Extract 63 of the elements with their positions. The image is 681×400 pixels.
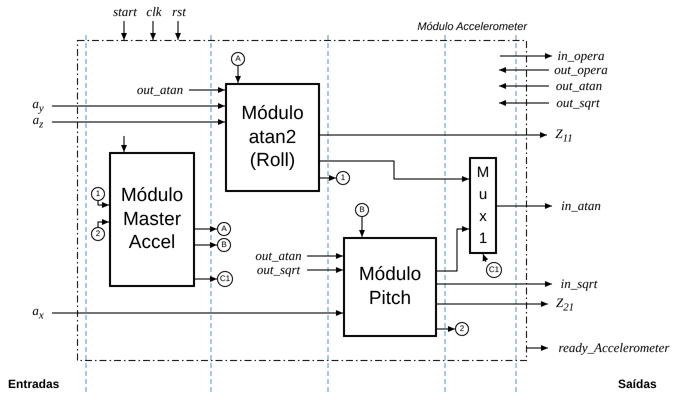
arrow [121, 136, 127, 152]
arrow [194, 242, 218, 248]
section-label: Saídas [618, 377, 657, 391]
connector-marker: 1 [336, 171, 350, 185]
arrow [188, 87, 226, 93]
arrow [52, 119, 226, 125]
arrow [482, 254, 488, 262]
arrow [52, 103, 226, 109]
arrow [320, 132, 548, 138]
signal-label: in_opera [552, 47, 610, 65]
signal-label: out_atan [131, 81, 189, 99]
signal-label: a$_{y}$ [24, 97, 52, 115]
connector-marker: C1 [217, 271, 233, 287]
signal-label: Z$_{21}$ [548, 295, 582, 315]
signal-label: out_atan [549, 77, 609, 95]
signal-label: ready_Accelerometer [548, 339, 680, 357]
arrow [526, 345, 548, 351]
section-label: Entradas [8, 377, 60, 391]
signal-label: start [106, 3, 144, 21]
arrow [498, 67, 550, 73]
signal-label: in_sqrt [552, 275, 606, 293]
connector-marker: 2 [455, 322, 469, 336]
arrow [52, 310, 344, 316]
arrow [306, 253, 344, 259]
connector-marker: 2 [91, 227, 105, 241]
arrow [98, 200, 110, 208]
arrow [500, 53, 552, 59]
arrow [498, 100, 550, 106]
connector-marker: B [355, 203, 369, 217]
connector-marker: A [217, 222, 231, 236]
arrow [436, 326, 456, 332]
arrow [194, 226, 218, 232]
arrow [320, 175, 336, 181]
connector-marker: C1 [486, 262, 502, 278]
signal-label: a$_{x}$ [24, 304, 52, 322]
signal-label: out_sqrt [549, 94, 607, 112]
arrow [306, 267, 344, 273]
signal-label: in_atan [552, 197, 610, 215]
arrow [436, 281, 552, 287]
signal-label: rst [168, 3, 190, 21]
arrow [150, 20, 156, 40]
connector-marker: A [231, 52, 245, 66]
arrow [359, 216, 365, 238]
arrow [235, 66, 241, 84]
multiplexer-box: M u x 1 [469, 157, 497, 254]
connector-marker: 1 [91, 187, 105, 201]
module-box: Módulo Pitch [343, 237, 437, 337]
signal-label: clk [144, 3, 164, 21]
arrow [320, 160, 470, 182]
arrow [98, 219, 110, 228]
signal-label: a$_{z}$ [24, 113, 52, 131]
arrow [436, 226, 470, 272]
connector-marker: B [217, 238, 231, 252]
module-box: Módulo atan2 (Roll) [225, 83, 320, 192]
arrow [496, 203, 552, 209]
arrow [498, 83, 550, 89]
signal-label: Z$_{11}$ [547, 126, 581, 146]
arrow [436, 301, 548, 307]
frame-title: Módulo Accelerometer [417, 21, 527, 33]
arrow [121, 20, 127, 40]
arrow [194, 276, 218, 282]
module-box: Módulo Master Accel [109, 152, 195, 287]
arrow [175, 20, 181, 40]
